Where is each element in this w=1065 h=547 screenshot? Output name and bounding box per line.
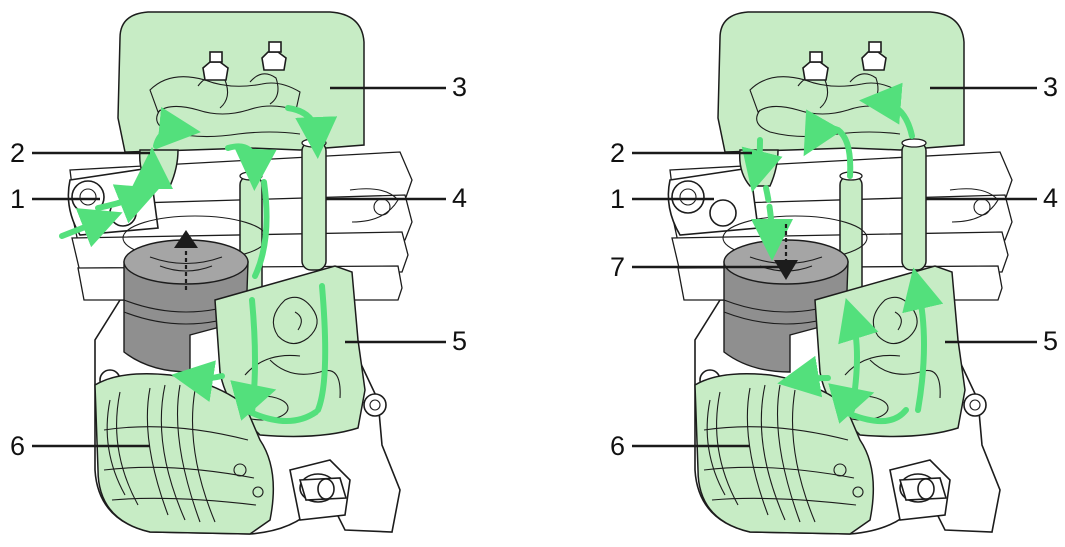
callout-right-5: 5 (945, 326, 1058, 356)
left-engine-diagram (62, 12, 412, 534)
callout-label: 7 (610, 252, 625, 282)
callout-label: 4 (452, 183, 467, 213)
right-engine-diagram (668, 12, 1012, 534)
callout-label: 5 (1043, 326, 1058, 356)
callout-label: 4 (1043, 183, 1058, 213)
callout-left-5: 5 (345, 326, 467, 356)
callout-label: 3 (452, 72, 467, 102)
callout-label: 6 (610, 431, 625, 461)
callout-label: 2 (10, 138, 25, 168)
callout-label: 6 (10, 431, 25, 461)
callout-label: 2 (610, 138, 625, 168)
callout-label: 5 (452, 326, 467, 356)
callout-label: 1 (610, 184, 625, 214)
callout-label: 3 (1043, 72, 1058, 102)
callout-label: 1 (10, 184, 25, 214)
